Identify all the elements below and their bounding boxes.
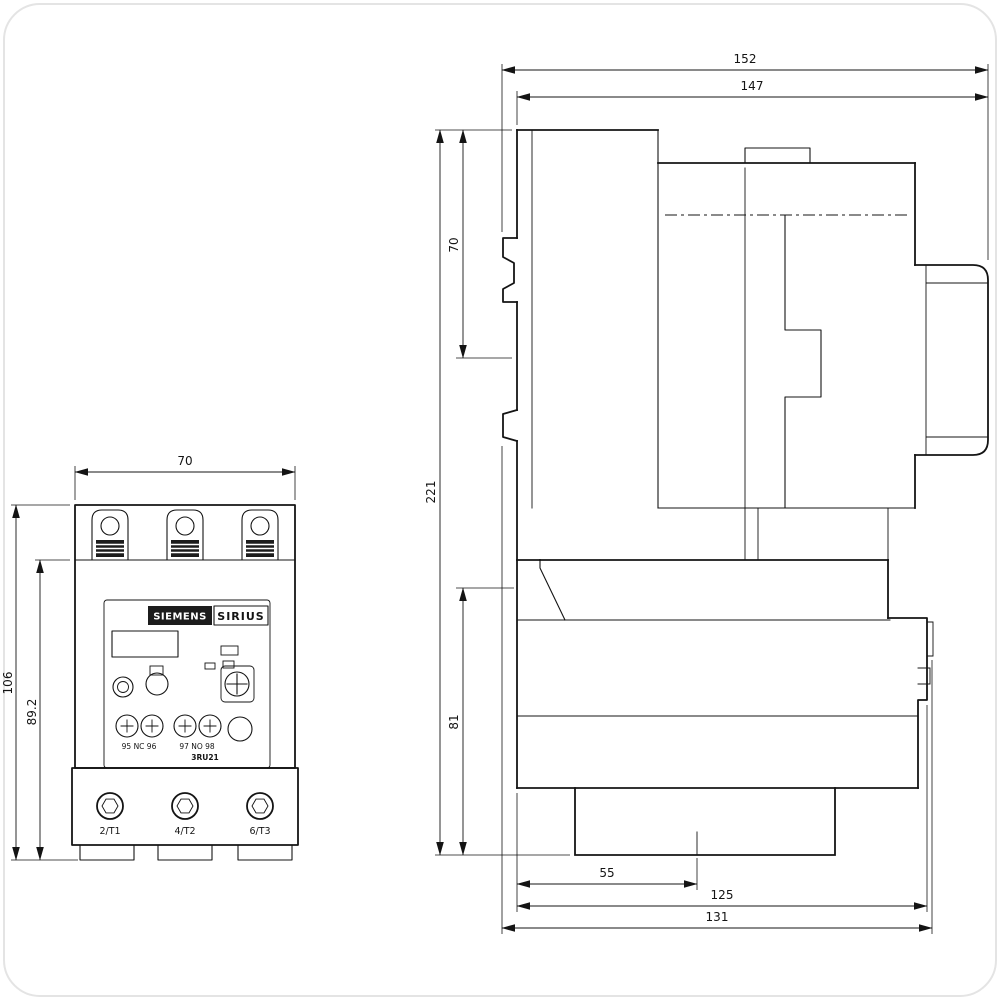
setting-window bbox=[111, 630, 179, 658]
dim-side-depth-body: 125 bbox=[711, 888, 734, 902]
terminal-label-t2: 4/T2 bbox=[174, 826, 195, 837]
dim-side-height-upper: 70 bbox=[447, 237, 461, 252]
front-view: SIEMENS SIRIUS bbox=[1, 454, 299, 861]
dim-front-height-body: 89.2 bbox=[25, 699, 39, 726]
test-button bbox=[145, 672, 169, 696]
control-panel: SIEMENS SIRIUS bbox=[103, 599, 271, 769]
test-slide-tab bbox=[149, 665, 164, 676]
dim-side-height-overall: 221 bbox=[424, 481, 438, 504]
led-indicator bbox=[204, 662, 216, 670]
side-contactor-outline bbox=[502, 129, 989, 561]
side-dimensions: 152 147 221 70 81 55 125 bbox=[424, 52, 989, 934]
indicator-window bbox=[220, 645, 239, 656]
dim-side-width-overall: 152 bbox=[734, 52, 757, 66]
aux-contact-label-right: 97 NO 98 bbox=[179, 742, 215, 751]
series-label: SIRIUS bbox=[217, 610, 264, 623]
image-frame bbox=[3, 3, 997, 997]
side-view: 152 147 221 70 81 55 125 bbox=[424, 52, 989, 934]
aux-terminal-screws bbox=[115, 714, 253, 742]
side-relay-outline bbox=[516, 559, 934, 856]
dim-side-depth-overall: 131 bbox=[706, 910, 729, 924]
terminal-label-t1: 2/T1 bbox=[99, 826, 120, 837]
load-terminals: 2/T1 4/T2 6/T3 bbox=[96, 792, 274, 837]
led-indicator bbox=[222, 660, 235, 669]
reset-button bbox=[227, 716, 253, 742]
din-clip-lower bbox=[502, 408, 519, 443]
terminal-label-t3: 6/T3 bbox=[249, 826, 270, 837]
dim-side-depth-inner: 55 bbox=[599, 866, 614, 880]
coil-terminal-block bbox=[914, 264, 989, 456]
adjustment-dial bbox=[220, 665, 255, 703]
stop-button bbox=[112, 676, 134, 698]
top-terminal-clamps bbox=[91, 509, 279, 561]
din-clip-upper bbox=[502, 237, 518, 303]
mounting-foot bbox=[574, 787, 836, 856]
siemens-logo-box bbox=[148, 606, 212, 625]
sirius-box bbox=[213, 605, 269, 626]
dim-front-height-total: 106 bbox=[1, 672, 15, 695]
brand-label: SIEMENS bbox=[153, 612, 207, 623]
front-dimensions: 70 106 89.2 bbox=[1, 454, 296, 861]
dim-side-width-body: 147 bbox=[741, 79, 764, 93]
dim-side-height-lower: 81 bbox=[447, 714, 461, 729]
aux-contact-label-left: 95 NC 96 bbox=[122, 742, 157, 751]
model-label: 3RU21 bbox=[191, 753, 219, 762]
dim-front-width: 70 bbox=[177, 454, 192, 468]
front-device-outline bbox=[71, 504, 299, 861]
